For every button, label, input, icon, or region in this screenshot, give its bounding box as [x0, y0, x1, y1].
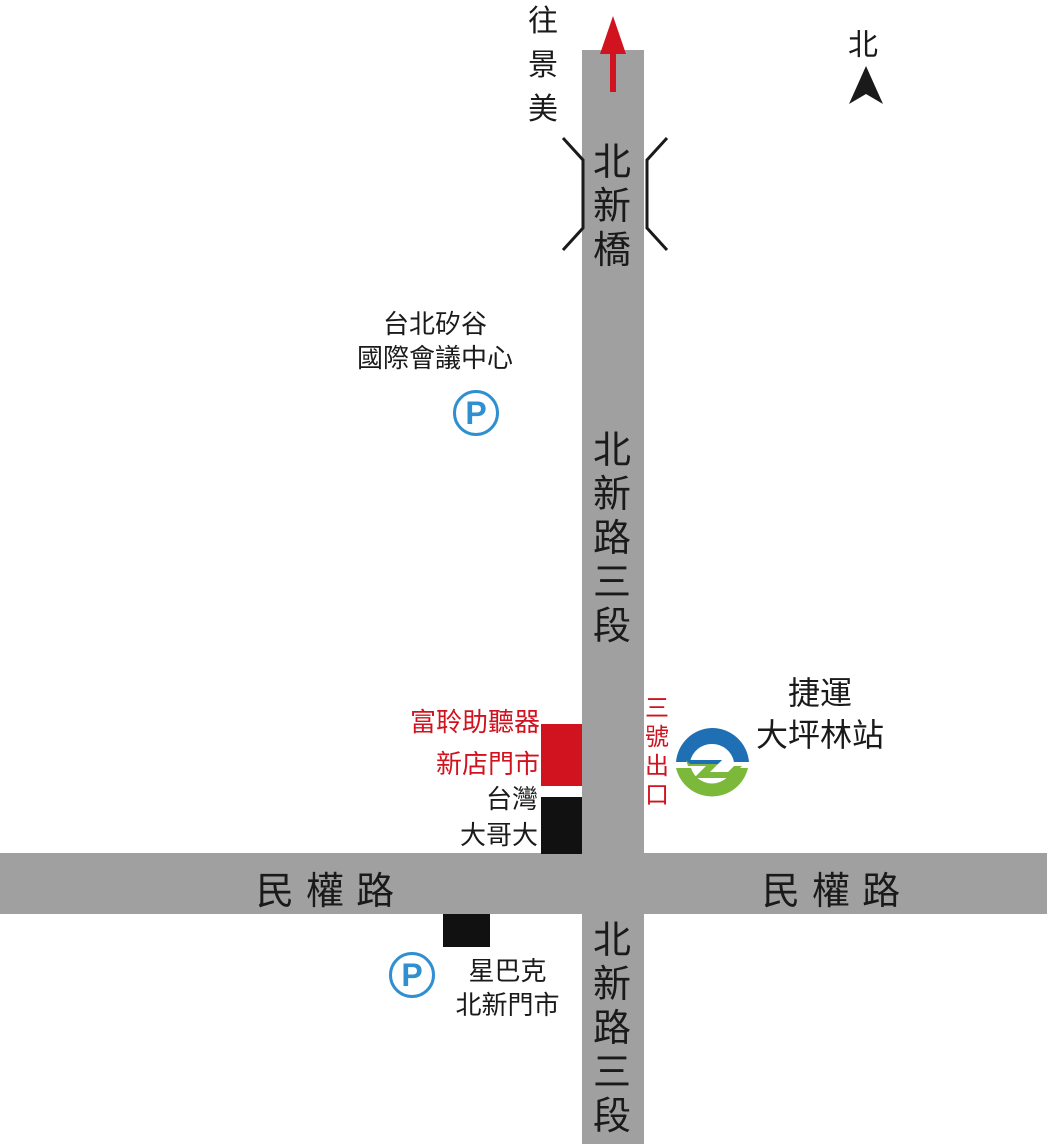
road-main-south-char: 段 [593, 1094, 632, 1138]
direction-label: 往 景 美 [528, 0, 558, 132]
shop-taiwan-label: 台灣 大哥大 [420, 782, 538, 854]
direction-arrow-icon [600, 16, 626, 92]
road-beixin-vertical [582, 50, 644, 1144]
direction-char: 景 [528, 48, 558, 83]
starbucks-line2: 北新門市 [455, 991, 560, 1021]
bridge-label: 北 新 橋 [593, 140, 631, 272]
exit-char: 號 [645, 723, 669, 751]
road-main-south-char: 三 [593, 1050, 632, 1094]
road-main-char: 路 [593, 516, 632, 560]
shop-taiwan-line1: 台灣 [485, 785, 538, 815]
store-marker [541, 724, 582, 786]
road-main-label: 北 新 路 三 段 [593, 428, 631, 648]
venue-label: 台北矽谷 國際會議中心 [330, 308, 540, 376]
metro-line1: 捷運 [787, 674, 852, 712]
shop-taiwan-marker [541, 797, 582, 854]
road-cross-east-label: 民 權 路 [762, 869, 901, 913]
bridge-char: 新 [593, 184, 632, 228]
shop-taiwan-line2: 大哥大 [459, 821, 538, 851]
exit-char: 出 [645, 752, 669, 780]
store-label: 富聆助聽器 新店門市 [380, 702, 540, 786]
road-main-south-label: 北 新 路 三 段 [593, 918, 631, 1138]
store-line2: 新店門市 [435, 750, 540, 780]
store-line1: 富聆助聽器 [409, 708, 540, 738]
direction-char: 美 [528, 92, 558, 127]
road-main-south-char: 北 [593, 918, 632, 962]
metro-label: 捷運 大坪林站 [745, 672, 895, 756]
bridge-icon [561, 136, 669, 252]
venue-line1: 台北矽谷 [382, 310, 487, 340]
exit-char: 口 [645, 781, 669, 809]
exit-char: 三 [645, 694, 669, 722]
north-label: 北 [848, 28, 878, 63]
road-main-south-char: 路 [593, 1006, 632, 1050]
starbucks-label: 星巴克 北新門市 [440, 955, 575, 1023]
metro-logo-icon [676, 727, 749, 797]
bridge-char: 橋 [593, 228, 632, 272]
road-main-char: 新 [593, 472, 632, 516]
road-cross-west-label: 民 權 路 [256, 869, 395, 913]
road-main-char: 段 [593, 604, 632, 648]
road-minquan-horizontal [0, 853, 1047, 914]
starbucks-line1: 星巴克 [468, 957, 547, 987]
road-main-south-char: 新 [593, 962, 632, 1006]
parking-icon-south: P [389, 952, 435, 998]
parking-icon-north: P [453, 390, 499, 436]
metro-line2: 大坪林站 [755, 716, 884, 754]
exit-label: 三 號 出 口 [645, 694, 669, 810]
direction-char: 往 [528, 4, 558, 39]
road-main-char: 北 [593, 428, 632, 472]
venue-line2: 國際會議中心 [356, 344, 513, 374]
road-main-char: 三 [593, 560, 632, 604]
north-arrow-icon [849, 66, 883, 104]
bridge-char: 北 [593, 140, 632, 184]
starbucks-marker [443, 914, 490, 947]
